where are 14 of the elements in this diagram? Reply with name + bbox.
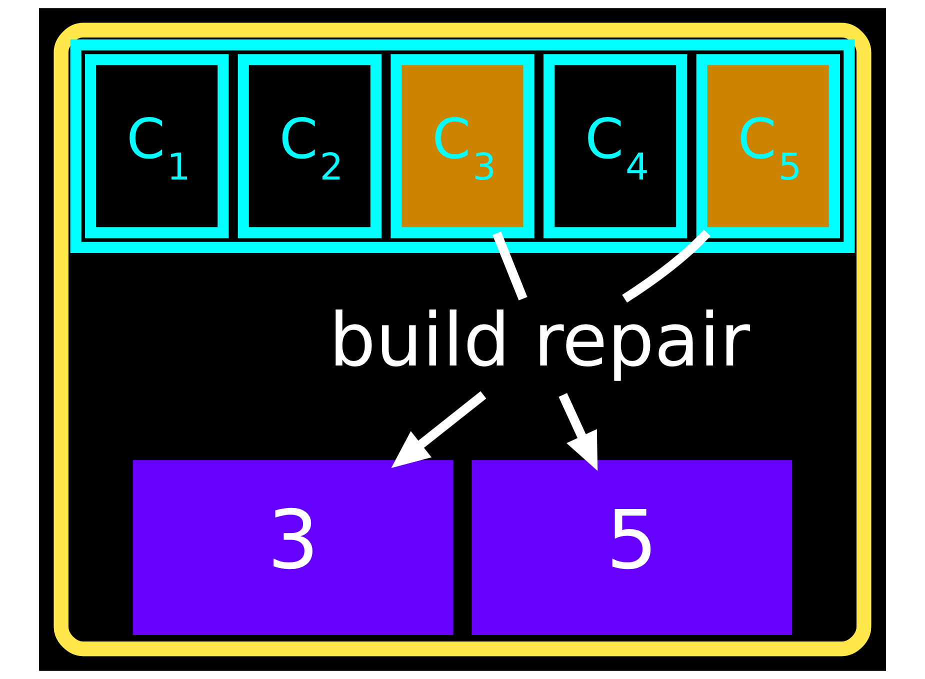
connector <box>492 232 528 300</box>
node-box: 3 <box>132 460 454 636</box>
arrow <box>558 393 598 471</box>
cluster <box>70 39 855 253</box>
node-text: build repair <box>329 298 750 384</box>
node-box: C$_{5}$ <box>696 54 840 238</box>
node-box: 5 <box>472 460 792 636</box>
node-box: C$_{3}$ <box>390 54 534 238</box>
node-box: C$_{1}$ <box>85 54 229 238</box>
node-box: C$_{4}$ <box>544 54 688 238</box>
arrow <box>391 391 486 468</box>
connector <box>622 230 711 303</box>
node-box: C$_{2}$ <box>238 54 382 238</box>
cluster <box>54 22 872 656</box>
